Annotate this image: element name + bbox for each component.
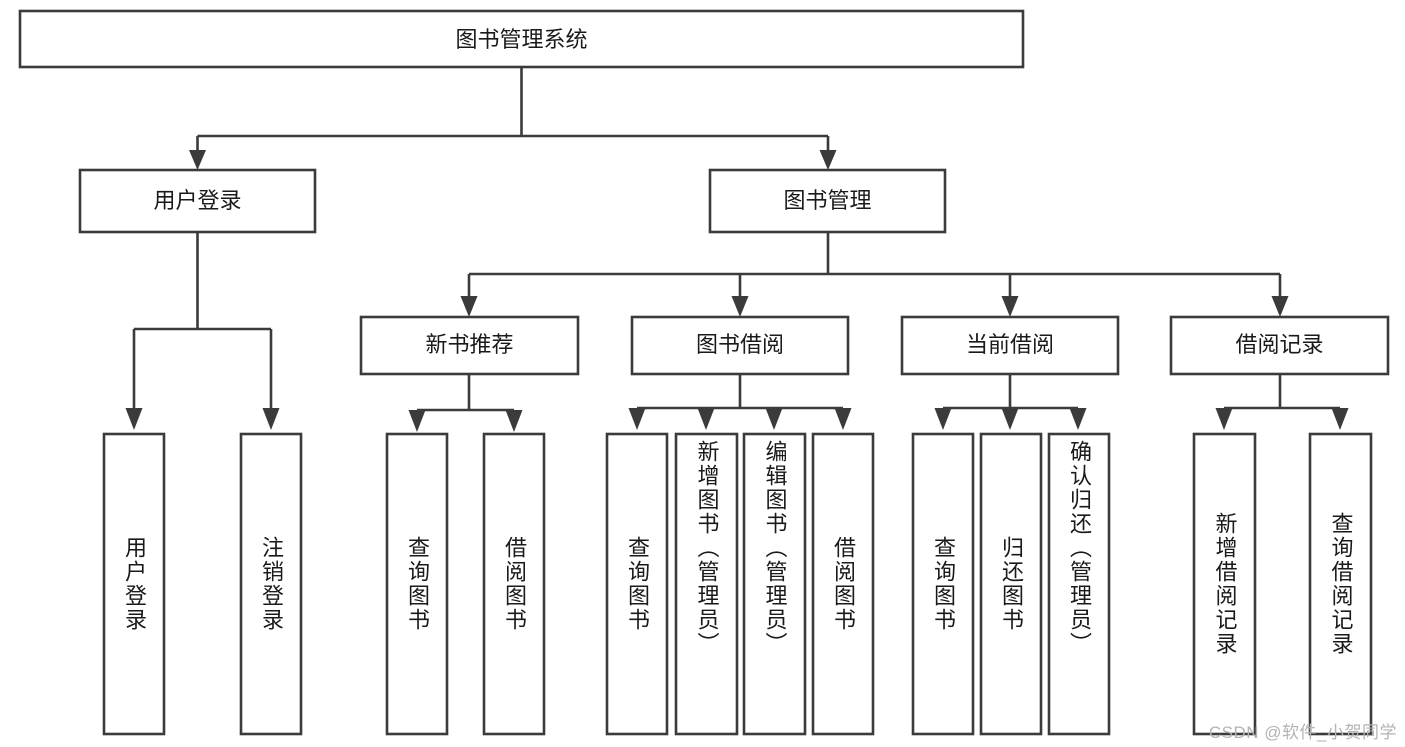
connector-group-borrow-record	[1215, 374, 1349, 430]
leaf-br-query-record[interactable]	[1308, 432, 1373, 736]
arrowhead-br-leaf-2	[1331, 408, 1349, 430]
node-book-manage-label: 图书管理	[783, 188, 871, 213]
leaf-bb-edit-book[interactable]	[742, 432, 807, 736]
node-book-borrow-label: 图书借阅	[696, 332, 784, 357]
connector-group-user-login	[125, 232, 280, 430]
leaf-cb-query-book[interactable]	[911, 432, 975, 736]
node-new-book-recommend-label: 新书推荐	[425, 332, 513, 357]
node-root-label: 图书管理系统	[455, 27, 587, 52]
node-user-login[interactable]	[78, 168, 317, 234]
arrowhead-user-login	[189, 150, 206, 170]
arrowhead-cb-leaf-2	[1001, 408, 1019, 430]
csdn-watermark: CSDN @软件_小贺同学	[1208, 723, 1397, 742]
arrowhead-cb-leaf-1	[934, 408, 952, 430]
node-user-login-label: 用户登录	[153, 188, 241, 213]
node-root[interactable]	[18, 9, 1025, 69]
arrowhead-bb-leaf-1	[628, 408, 646, 430]
node-borrow-record[interactable]	[1169, 315, 1390, 376]
arrowhead-bb-leaf-2	[697, 408, 715, 430]
connector-group-root	[189, 67, 837, 170]
leaf-nb-borrow-book[interactable]	[482, 432, 546, 736]
leaf-bb-query-book[interactable]	[605, 432, 669, 736]
arrowhead-new-book	[460, 296, 478, 317]
connector-group-new-book	[408, 374, 523, 432]
node-new-book-recommend[interactable]	[359, 315, 580, 376]
arrowhead-br-leaf-1	[1215, 408, 1233, 430]
connector-group-book-manage	[460, 232, 1289, 317]
arrowhead-bb-leaf-3	[765, 408, 783, 430]
leaf-logout[interactable]	[239, 432, 303, 736]
leaf-nb-query-book[interactable]	[385, 432, 449, 736]
node-current-borrow[interactable]	[900, 315, 1120, 376]
node-current-borrow-label: 当前借阅	[966, 332, 1054, 357]
connector-group-book-borrow	[628, 374, 852, 430]
leaf-bb-borrow-book[interactable]	[811, 432, 875, 736]
arrowhead-nb-leaf-1	[408, 410, 426, 432]
node-borrow-record-label: 借阅记录	[1235, 332, 1323, 357]
leaf-bb-add-book[interactable]	[674, 432, 739, 736]
leaf-user-login[interactable]	[102, 432, 166, 736]
leaf-cb-confirm-return[interactable]	[1047, 432, 1111, 736]
node-book-borrow[interactable]	[630, 315, 850, 376]
arrowhead-book-manage	[819, 150, 837, 170]
arrowhead-cb-leaf-3	[1069, 408, 1087, 430]
arrowhead-current-borrow	[1001, 296, 1019, 317]
arrowhead-leaf-logout	[262, 408, 280, 430]
node-book-manage[interactable]	[708, 168, 947, 234]
arrowhead-borrow-record	[1271, 296, 1289, 317]
arrowhead-leaf-user-login	[125, 408, 143, 430]
arrowhead-bb-leaf-4	[834, 408, 852, 430]
leaf-cb-return-book[interactable]	[979, 432, 1043, 736]
connector-group-current-borrow	[934, 374, 1087, 430]
leaf-br-add-record[interactable]	[1192, 432, 1257, 736]
arrowhead-nb-leaf-2	[505, 410, 523, 432]
arrowhead-book-borrow	[731, 296, 749, 317]
